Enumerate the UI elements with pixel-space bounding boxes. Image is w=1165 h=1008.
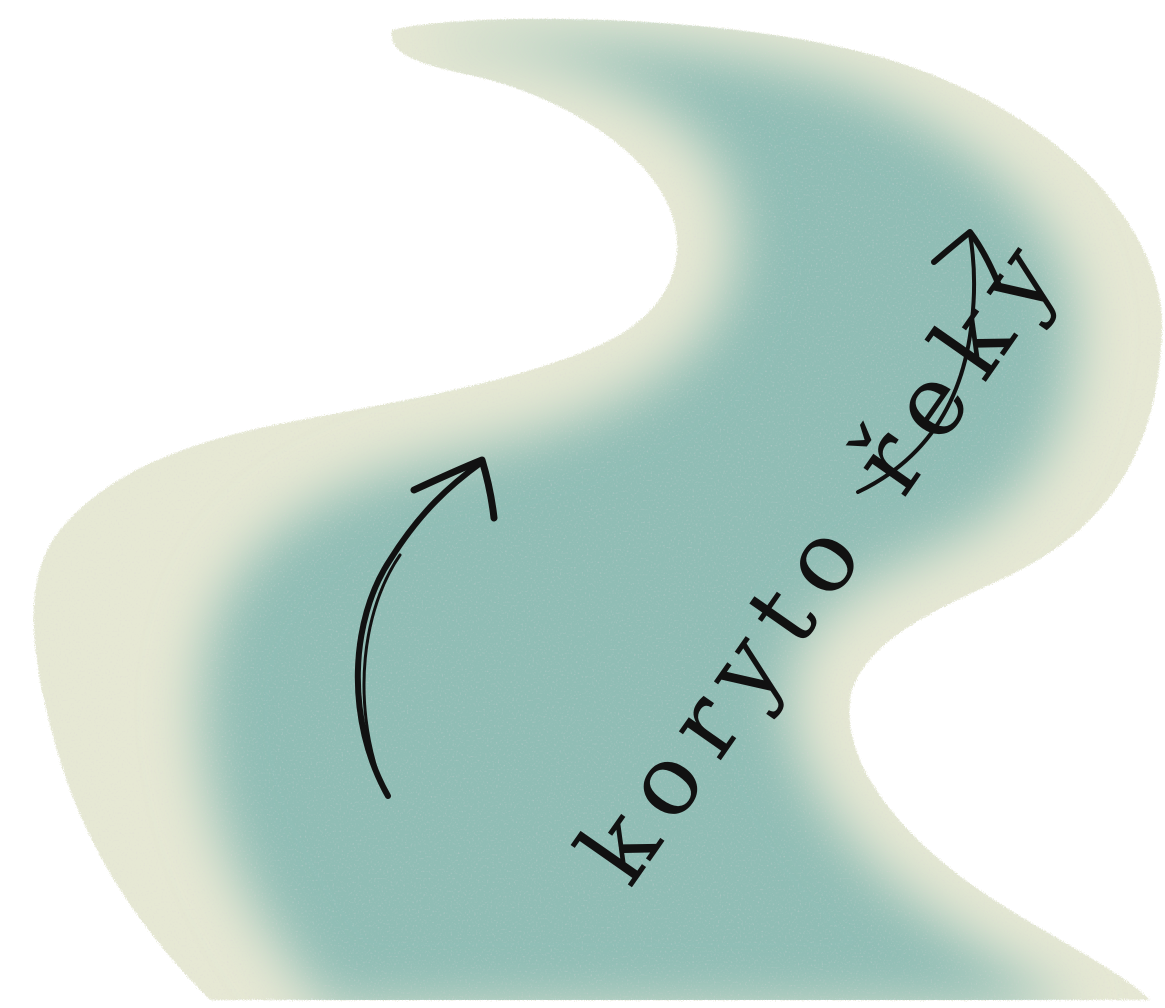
river-illustration: koryto řeky	[0, 0, 1165, 1008]
river-diagram: koryto řeky	[0, 0, 1165, 1008]
